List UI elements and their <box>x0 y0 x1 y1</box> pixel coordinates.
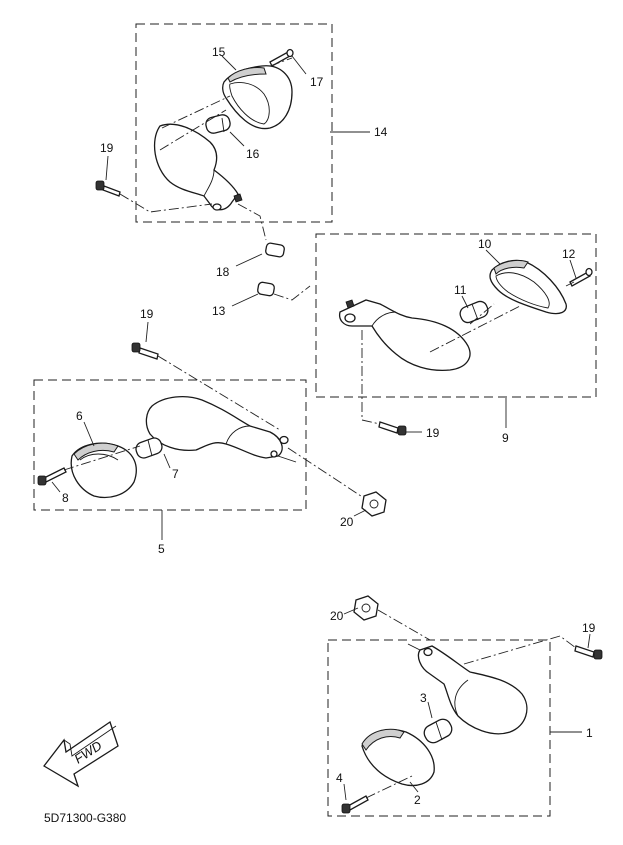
assembly-box-1 <box>327 639 551 817</box>
assembly-box-5 <box>33 379 307 511</box>
label-17: 17 <box>310 75 324 89</box>
label-19-bottom: 19 <box>582 621 596 635</box>
label-3: 3 <box>420 691 427 705</box>
label-5: 5 <box>158 542 165 556</box>
label-14: 14 <box>374 125 388 139</box>
label-2: 2 <box>414 793 421 807</box>
label-10: 10 <box>478 237 492 251</box>
label-7: 7 <box>172 467 179 481</box>
label-18: 18 <box>216 265 230 279</box>
label-12: 12 <box>562 247 576 261</box>
label-6: 6 <box>76 409 83 423</box>
label-1: 1 <box>586 726 593 740</box>
assembly-9-parts <box>338 259 593 436</box>
leader-lines <box>51 55 591 801</box>
assembly-5-parts <box>37 342 387 517</box>
assembly-box-14 <box>135 23 333 223</box>
diagram-code: 5D71300-G380 <box>44 811 126 825</box>
label-8: 8 <box>62 491 69 505</box>
label-13: 13 <box>212 304 226 318</box>
fwd-direction-arrow: FWD <box>43 720 119 788</box>
part-labels: 15 17 14 16 19 18 13 10 12 11 9 19 19 6 … <box>62 45 596 807</box>
small-bulbs-18-13 <box>257 242 311 301</box>
label-16: 16 <box>246 147 260 161</box>
label-20-bottom: 20 <box>330 609 344 623</box>
label-19-mid-left: 19 <box>140 307 154 321</box>
assembly-14-parts <box>95 48 294 241</box>
label-4: 4 <box>336 771 343 785</box>
assembly-box-9 <box>315 233 597 398</box>
label-15: 15 <box>212 45 226 59</box>
label-11: 11 <box>454 283 467 297</box>
label-19-mid-right: 19 <box>426 426 440 440</box>
assembly-1-parts <box>341 595 603 814</box>
label-20-mid: 20 <box>340 515 354 529</box>
label-9: 9 <box>502 431 509 445</box>
label-19-top: 19 <box>100 141 114 155</box>
